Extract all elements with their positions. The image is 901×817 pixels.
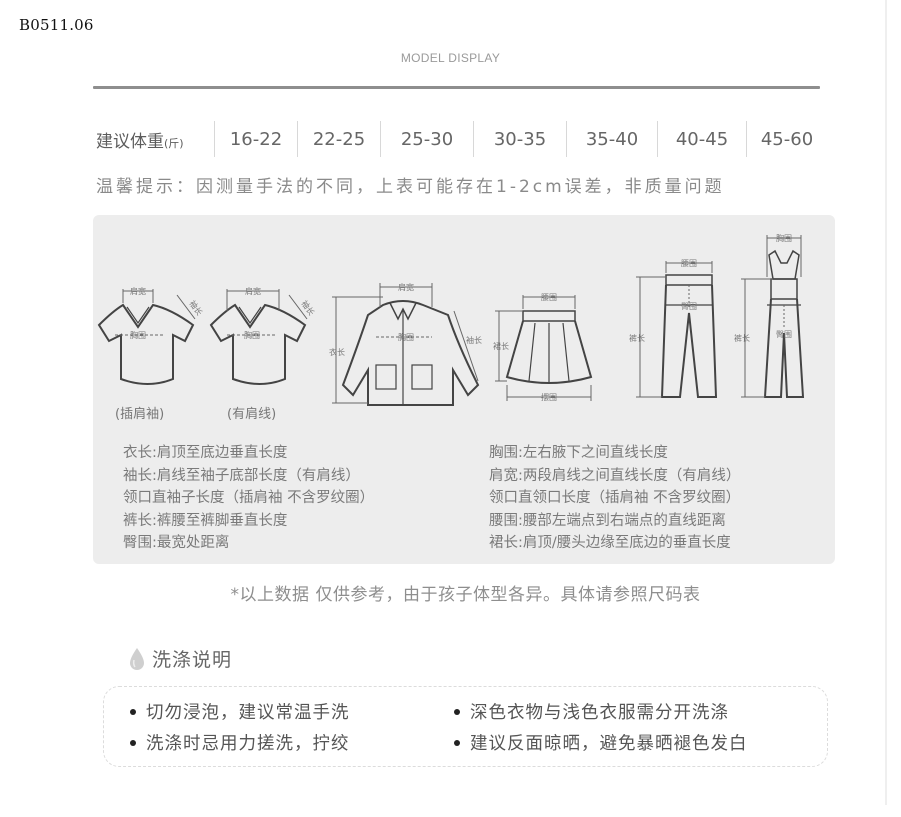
description-line: 袖长:肩线至袖子底部长度（有肩线） [123, 467, 360, 484]
chest-label: 胸围 [130, 330, 146, 340]
overalls-icon: 胸围 臀围 裤长 [734, 233, 805, 398]
shoulder-label: 肩宽 [130, 286, 146, 296]
overalls-diagram: 胸围 臀围 裤长 [733, 229, 833, 409]
description-line: 裤长:裤腰至裤脚垂直长度 [123, 512, 288, 529]
weight-value: 30-35 [493, 128, 547, 150]
sleeve-label: 袖长 [187, 298, 203, 317]
disclaimer: *以上数据 仅供参考，由于孩子体型各异。具体请参照尺码表 [230, 585, 701, 605]
weight-value: 40-45 [675, 128, 729, 150]
wash-item: 建议反面晾晒，避免暴晒褪色发白 [454, 730, 748, 755]
description-line: 胸围:左右腋下之间直线长度 [489, 445, 668, 461]
column-divider [380, 121, 381, 157]
column-divider [746, 121, 747, 157]
column-divider [297, 121, 298, 157]
waist-label: 腰围 [681, 259, 697, 268]
bullet-icon [130, 708, 136, 715]
weight-unit: (斤) [164, 136, 184, 150]
weight-label: 建议体重(斤) [96, 127, 214, 152]
weight-cell: 25-30 [380, 118, 473, 160]
wash-item: 洗涤时忌用力搓洗，拧绞 [130, 730, 350, 755]
length-label: 裤长 [734, 333, 750, 343]
tshirt-shoulder-diagram: 肩宽 胸围 袖长 (有肩线) [205, 277, 315, 422]
weight-cell: 35-40 [566, 118, 657, 160]
weight-label-text: 建议体重 [96, 131, 164, 152]
weight-value: 16-22 [229, 128, 283, 150]
pants-diagram: 腰围 臀围 裤长 [628, 257, 733, 407]
description-line: 肩宽:两段肩线之间直线长度（有肩线） [489, 467, 741, 484]
length-label: 裙长 [493, 341, 509, 351]
description-line: 衣长:肩顶至底边垂直长度 [123, 445, 288, 461]
hem-label: 摆围 [541, 392, 557, 402]
weight-cell: 40-45 [657, 118, 746, 160]
weight-value: 45-60 [760, 128, 814, 150]
weight-cell: 30-35 [473, 118, 566, 160]
weight-cell: 22-25 [297, 118, 380, 160]
weight-value: 25-30 [400, 128, 454, 150]
bullet-icon [130, 739, 136, 746]
skirt-icon: 腰围 裙长 摆围 [493, 293, 593, 402]
tshirt-raglan-diagram: 肩宽 胸围 袖长 (插肩袖) [93, 277, 203, 422]
hip-label: 臀围 [681, 302, 697, 311]
description-line: 臀围:最宽处距离 [123, 535, 230, 551]
wash-item: 切勿浸泡，建议常温手洗 [130, 699, 350, 724]
wash-instructions-box: 切勿浸泡，建议常温手洗 深色衣物与浅色衣服需分开洗涤 洗涤时忌用力搓洗，拧绞 建… [103, 686, 828, 767]
wash-instructions-heading: 洗涤说明 [126, 645, 232, 672]
weight-cell: 45-60 [746, 118, 827, 160]
bullet-icon [454, 739, 460, 746]
tshirt-raglan-icon: 肩宽 胸围 袖长 [97, 286, 203, 385]
top-label: 胸围 [776, 233, 792, 243]
weight-row: 建议体重(斤) 16-22 22-25 25-30 30-35 35-40 40… [96, 118, 827, 160]
column-divider [566, 121, 567, 157]
description-right: 胸围:左右腋下之间直线长度 肩宽:两段肩线之间直线长度（有肩线） 领口直领口长度… [489, 442, 740, 555]
wash-item-text: 洗涤时忌用力搓洗，拧绞 [146, 734, 350, 754]
description-line: 腰围:腰部左端点到右端点的直线距离 [489, 512, 726, 529]
measurement-tip: 温馨提示：因测量手法的不同，上表可能存在1-2cm误差，非质量问题 [96, 177, 725, 197]
shoulder-label: 肩宽 [398, 282, 414, 292]
wash-item-text: 深色衣物与浅色衣服需分开洗涤 [470, 703, 729, 723]
chest-label: 胸围 [244, 330, 260, 340]
column-divider [473, 121, 474, 157]
skirt-diagram: 腰围 裙长 摆围 [493, 285, 608, 415]
garment-caption: (插肩袖) [115, 407, 165, 422]
length-label: 衣长 [329, 347, 345, 357]
pants-icon: 腰围 臀围 裤长 [629, 259, 718, 398]
description-line: 领口直领口长度（插肩袖 不含罗纹圈） [489, 490, 741, 506]
column-divider [657, 121, 658, 157]
length-label: 裤长 [629, 333, 645, 343]
sleeve-label: 袖长 [466, 335, 482, 345]
weight-value: 22-25 [312, 128, 366, 150]
section-title: MODEL DISPLAY [400, 51, 501, 65]
wash-title: 洗涤说明 [152, 649, 233, 671]
hip-label: 臀围 [776, 330, 792, 339]
column-divider [214, 121, 215, 157]
wash-item-text: 建议反面晾晒，避免暴晒褪色发白 [470, 734, 748, 754]
page-edge-divider [885, 0, 887, 805]
jacket-diagram: 肩宽 胸围 衣长 袖长 [328, 275, 488, 410]
sleeve-label: 袖长 [299, 298, 315, 317]
waist-label: 腰围 [541, 293, 557, 302]
description-line: 领口直袖子长度（插肩袖 不含罗纹圈） [123, 490, 375, 506]
chest-label: 胸围 [398, 332, 414, 342]
water-drop-icon [130, 647, 144, 670]
shoulder-label: 肩宽 [245, 286, 261, 296]
jacket-icon: 肩宽 胸围 衣长 袖长 [329, 282, 482, 406]
weight-cell: 16-22 [214, 118, 297, 160]
tshirt-shoulder-icon: 肩宽 胸围 袖长 [209, 286, 315, 385]
garment-caption: (有肩线) [227, 407, 277, 422]
description-line: 裙长:肩顶/腰头边缘至底边的垂直长度 [489, 535, 731, 551]
wash-item-text: 切勿浸泡，建议常温手洗 [146, 703, 350, 723]
product-code: B0511.06 [19, 16, 94, 34]
description-left: 衣长:肩顶至底边垂直长度 袖长:肩线至袖子底部长度（有肩线） 领口直袖子长度（插… [123, 442, 374, 555]
bullet-icon [454, 708, 460, 715]
header-divider [93, 86, 820, 89]
wash-item: 深色衣物与浅色衣服需分开洗涤 [454, 699, 729, 724]
size-diagram-panel: 肩宽 胸围 袖长 (插肩袖) 肩宽 胸围 袖长 (有肩线) [93, 215, 835, 564]
weight-value: 35-40 [585, 128, 639, 150]
